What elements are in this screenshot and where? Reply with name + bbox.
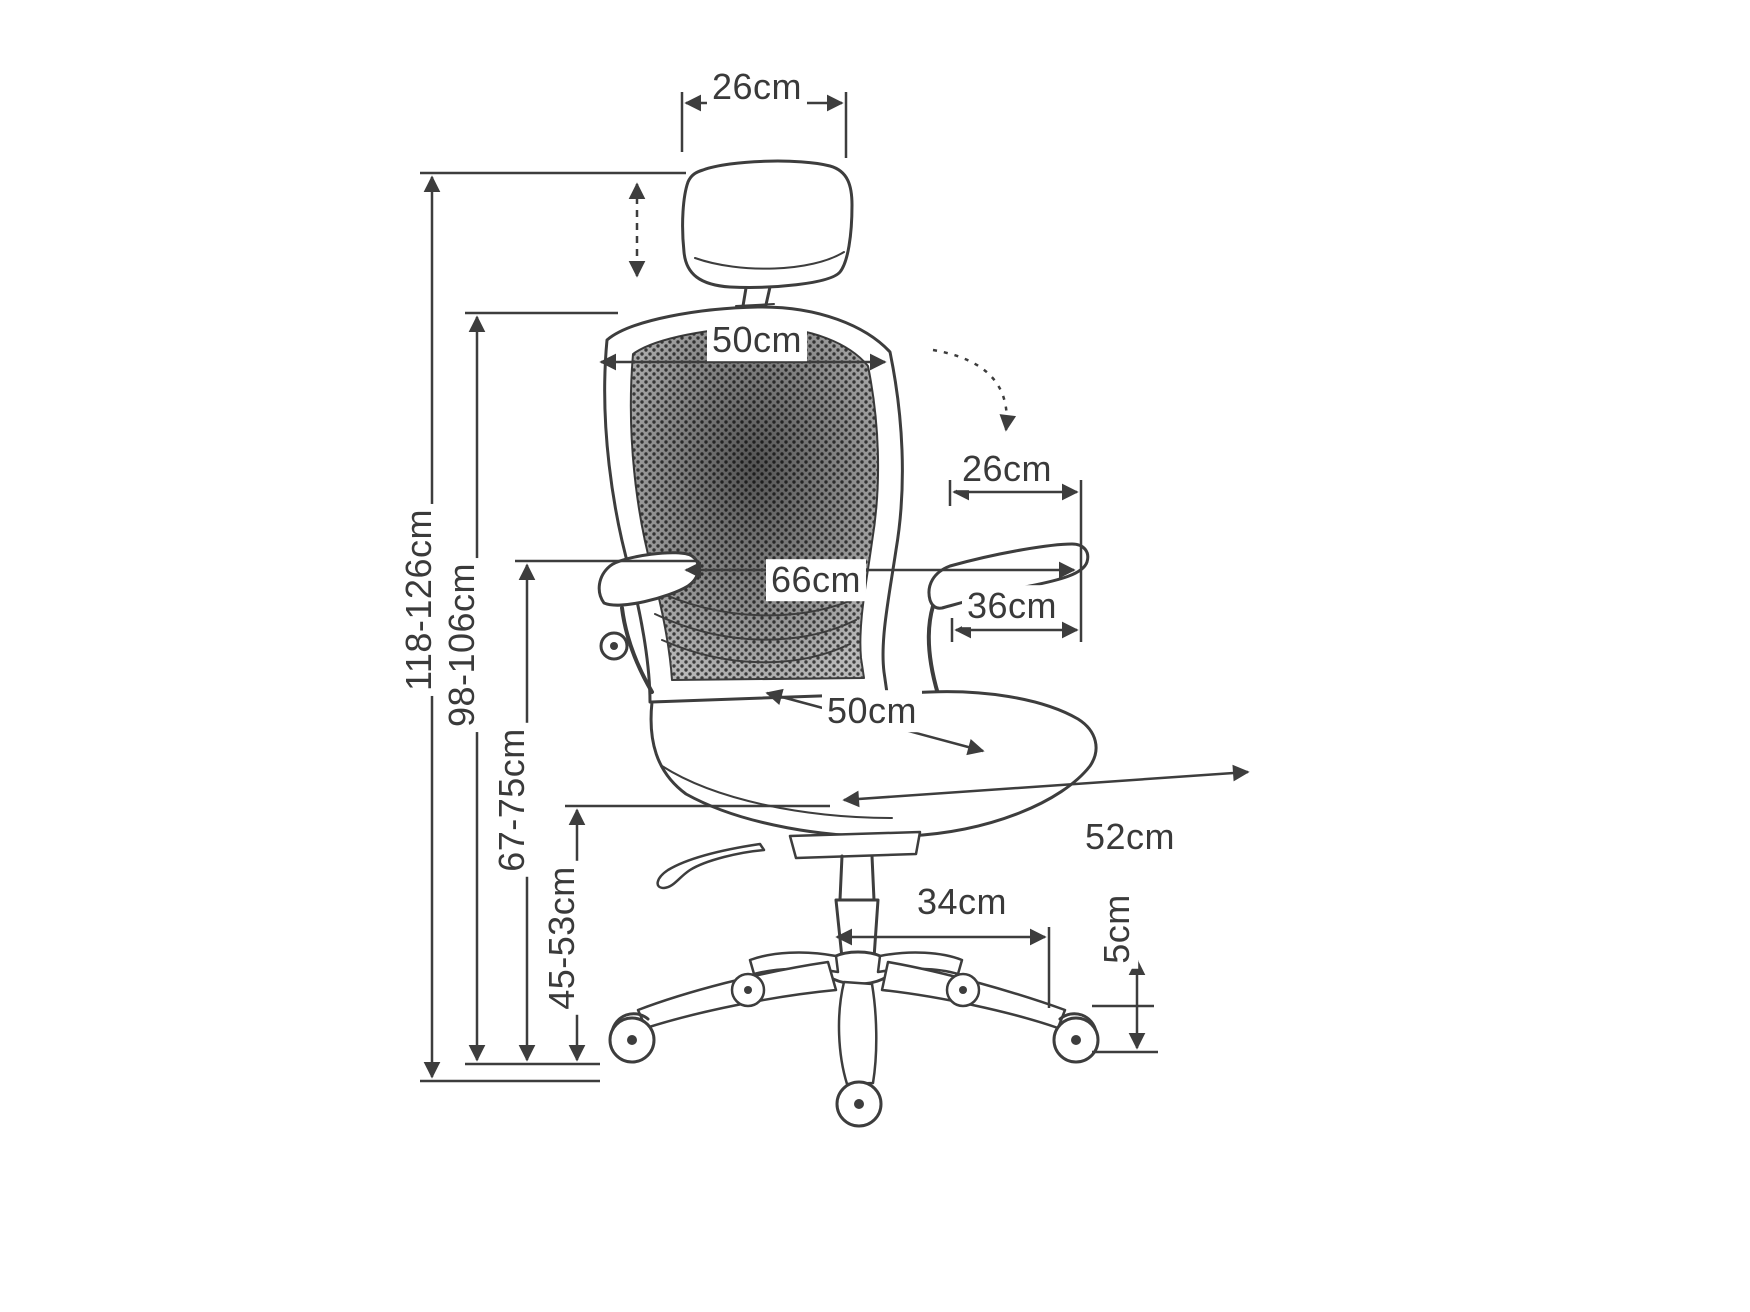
dim-label-armrest-pad-length: 36cm — [961, 585, 1063, 627]
tilt-lever — [656, 842, 766, 890]
dim-label-base-span: 34cm — [911, 881, 1013, 923]
dim-line-base-span — [835, 927, 1051, 1008]
dim-label-seat-width: 52cm — [1079, 816, 1181, 858]
seat-mechanism — [656, 830, 922, 890]
headrest — [681, 159, 854, 289]
dim-label-overall-height: 118-126cm — [398, 504, 440, 696]
dim-label-backrest-width: 50cm — [706, 319, 808, 361]
left-armrest — [597, 551, 700, 694]
dim-line-armrest-pad — [950, 618, 1079, 642]
lumbar-support-lines — [649, 587, 863, 664]
dim-line-caster-height — [1092, 958, 1158, 1054]
chair — [597, 159, 1100, 1128]
dim-line-seat-width — [842, 764, 1250, 808]
base-leg-front — [837, 980, 878, 1086]
dim-label-seat-height: 45-53cm — [541, 861, 583, 1015]
dim-line-armrest-length — [948, 480, 1083, 642]
dim-label-backrest-top-height: 98-106cm — [441, 557, 483, 733]
dim-label-armrest-length: 26cm — [956, 448, 1058, 490]
dim-label-caster-height: 5cm — [1096, 889, 1138, 969]
dim-label-headrest-width: 26cm — [706, 66, 808, 108]
gas-lift — [834, 854, 880, 960]
dim-label-armrest-height: 67-75cm — [491, 723, 533, 877]
dim-label-armrest-span: 66cm — [765, 559, 867, 601]
casters — [608, 972, 1100, 1128]
armrest-flip-arrow — [932, 348, 1017, 432]
dim-label-seat-depth: 50cm — [821, 690, 923, 732]
dim-line-seat-height — [565, 804, 830, 1062]
